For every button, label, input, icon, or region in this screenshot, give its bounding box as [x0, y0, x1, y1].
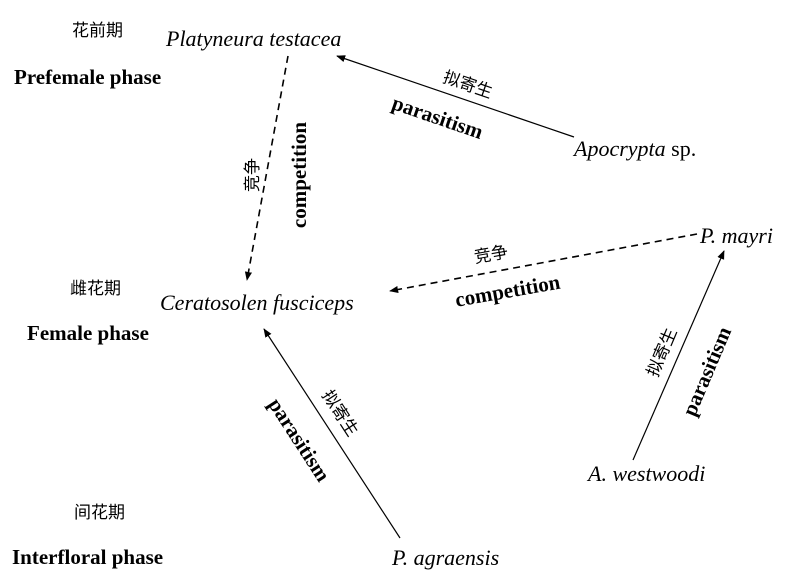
relation-label-agraensis-ceratosolen: 拟寄生 parasitism [264, 387, 362, 487]
phase-interfloral-zh: 间花期 [74, 503, 125, 523]
arrow-apocrypta-to-platyneura [336, 55, 575, 138]
species-apocrypta-name: Apocrypta [572, 136, 666, 161]
species-apocrypta: Apocrypta sp. [572, 136, 696, 161]
arrow-mayri-to-ceratosolen [389, 233, 698, 294]
species-a-westwoodi: A. westwoodi [586, 461, 705, 486]
relation-zh-platyneura-ceratosolen: 竞争 [243, 158, 263, 192]
species-ceratosolen-fusciceps: Ceratosolen fusciceps [160, 290, 354, 315]
species-platyneura-testacea: Platyneura testacea [165, 26, 341, 51]
arrow-westwoodi-to-mayri [632, 250, 725, 461]
relation-label-westwoodi-mayri: 拟寄生 parasitism [643, 323, 736, 420]
relation-label-mayri-ceratosolen: 竞争 competition [453, 242, 562, 312]
relation-en-apocrypta-platyneura: parasitism [389, 91, 487, 145]
phase-female-en: Female phase [27, 321, 149, 345]
relation-zh-westwoodi-mayri: 拟寄生 [643, 325, 681, 380]
arrow-agraensis-to-ceratosolen [263, 328, 401, 539]
relation-zh-mayri-ceratosolen: 竞争 [473, 242, 510, 268]
species-p-agraensis: P. agraensis [391, 545, 499, 570]
relation-zh-agraensis-ceratosolen: 拟寄生 [317, 387, 362, 441]
arrow-platyneura-to-ceratosolen [244, 55, 289, 281]
relation-label-platyneura-ceratosolen: 竞争 competition [243, 122, 311, 228]
species-p-mayri: P. mayri [699, 223, 773, 248]
phase-interfloral-en: Interfloral phase [12, 545, 163, 569]
phase-prefemale-en: Prefemale phase [14, 65, 161, 89]
relation-label-apocrypta-platyneura: 拟寄生 parasitism [389, 68, 495, 145]
species-apocrypta-suffix: sp. [666, 136, 697, 161]
phase-female-zh: 雌花期 [70, 279, 121, 299]
relation-en-platyneura-ceratosolen: competition [287, 122, 311, 228]
relation-zh-apocrypta-platyneura: 拟寄生 [440, 68, 495, 104]
phase-prefemale-zh: 花前期 [72, 21, 123, 41]
